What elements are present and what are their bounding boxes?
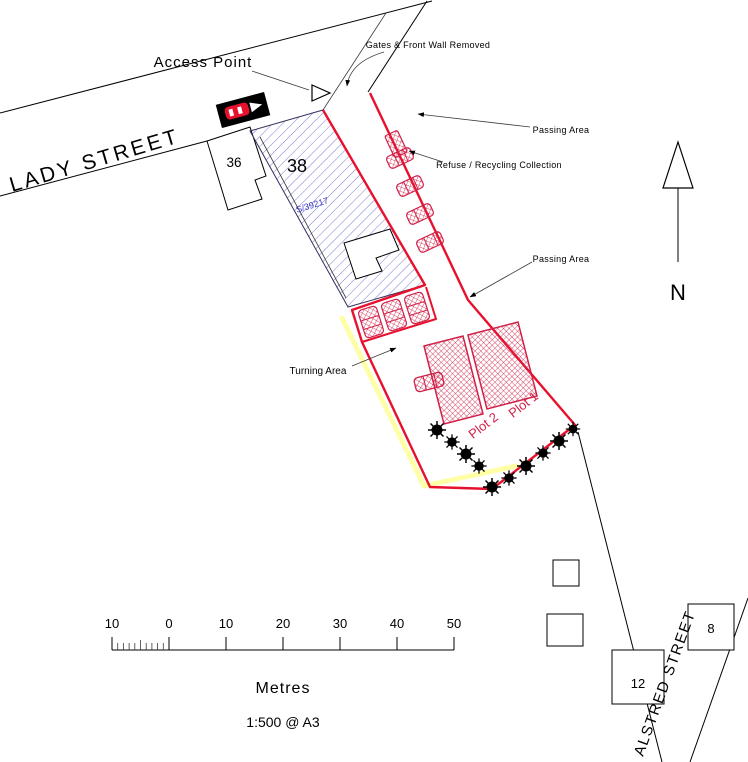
building-36-label: 36 [226, 155, 241, 170]
scale-bar-minor-ticks [117, 640, 164, 650]
car-icon [414, 230, 446, 254]
refuse-collection-label: Refuse / Recycling Collection [436, 160, 562, 170]
tree-icon [565, 421, 581, 437]
access-point-arrow-icon [311, 84, 332, 102]
turning-area-highlight [339, 315, 519, 489]
vehicle-symbol [215, 91, 271, 129]
plots [423, 321, 538, 425]
alstred-street-west-kerb [577, 431, 663, 762]
parking-bay-outline [361, 286, 437, 343]
outbuilding-2 [546, 613, 584, 647]
tree-icon [443, 433, 461, 451]
scale-tick-label: 40 [390, 616, 404, 631]
scale-ratio-label: 1:500 @ A3 [246, 714, 320, 730]
tree-icon [456, 444, 476, 464]
tree-icon [516, 456, 536, 476]
north-arrow-icon [662, 140, 694, 189]
building-36-outline [206, 126, 267, 211]
scale-tick-label: 30 [333, 616, 347, 631]
scale-units-label: Metres [256, 680, 311, 697]
alstred-street-road [577, 431, 748, 762]
tree-icon [470, 457, 488, 475]
entrance-throat-east-line [367, 0, 428, 93]
north-label: N [670, 280, 686, 305]
car-icon [402, 290, 432, 326]
entrance-throat-west-line [322, 12, 387, 111]
building-8-label: 8 [707, 621, 714, 636]
scale-tick-label: 10 [219, 616, 233, 631]
outbuilding-1 [552, 559, 580, 587]
building-38-internal-wall [259, 136, 347, 299]
scale-tick-label: 10 [105, 616, 119, 631]
refuse-store [384, 130, 408, 158]
parking [356, 130, 446, 394]
tree-icon [427, 420, 447, 440]
scale-tick-label: 20 [276, 616, 290, 631]
tree-icon [549, 431, 569, 451]
gates-leader [345, 51, 385, 87]
alstred-street-east-kerb [689, 597, 748, 762]
building-12-outline [611, 649, 665, 705]
tree-row [427, 420, 581, 497]
tree-icon [500, 469, 518, 487]
passing-area-mid-label: Passing Area [533, 254, 590, 264]
gates-removed-label: Gates & Front Wall Removed [366, 40, 491, 50]
lady-street-road [0, 0, 433, 197]
lady-street-kerb-line [0, 0, 433, 114]
tree-icon [534, 444, 552, 462]
leader-lines [251, 51, 533, 367]
building-8-outline [687, 603, 735, 651]
scale-tick-label: 0 [165, 616, 172, 631]
north-arrow: N [662, 140, 694, 305]
lady-street-label: LADY STREET [7, 125, 182, 197]
tree-icon [482, 477, 502, 497]
passing-area-mid-leader [469, 261, 533, 298]
scale-tick-label: 50 [447, 616, 461, 631]
car-icon [379, 297, 409, 333]
plot-1-area [467, 321, 538, 410]
passing-area-top-label: Passing Area [533, 125, 590, 135]
car-icon [356, 304, 386, 340]
passing-area-top-leader [417, 112, 531, 128]
building-38-rear-step [343, 228, 400, 280]
direction-arrow-icon [249, 102, 263, 113]
building-38-label: 38 [287, 156, 307, 176]
turning-area-leader [351, 347, 397, 367]
lady-street-frontage-line [0, 140, 208, 197]
turning-area-label: Turning Area [290, 366, 347, 377]
access-point-leader [251, 70, 310, 91]
refuse-leader [408, 150, 444, 163]
plot-2-area [423, 335, 484, 425]
access-point-label: Access Point [154, 54, 253, 71]
scale-bar: 10 0 10 20 30 40 50 Metres 1:500 @ A3 [105, 616, 461, 730]
building-12-label: 12 [631, 676, 645, 691]
